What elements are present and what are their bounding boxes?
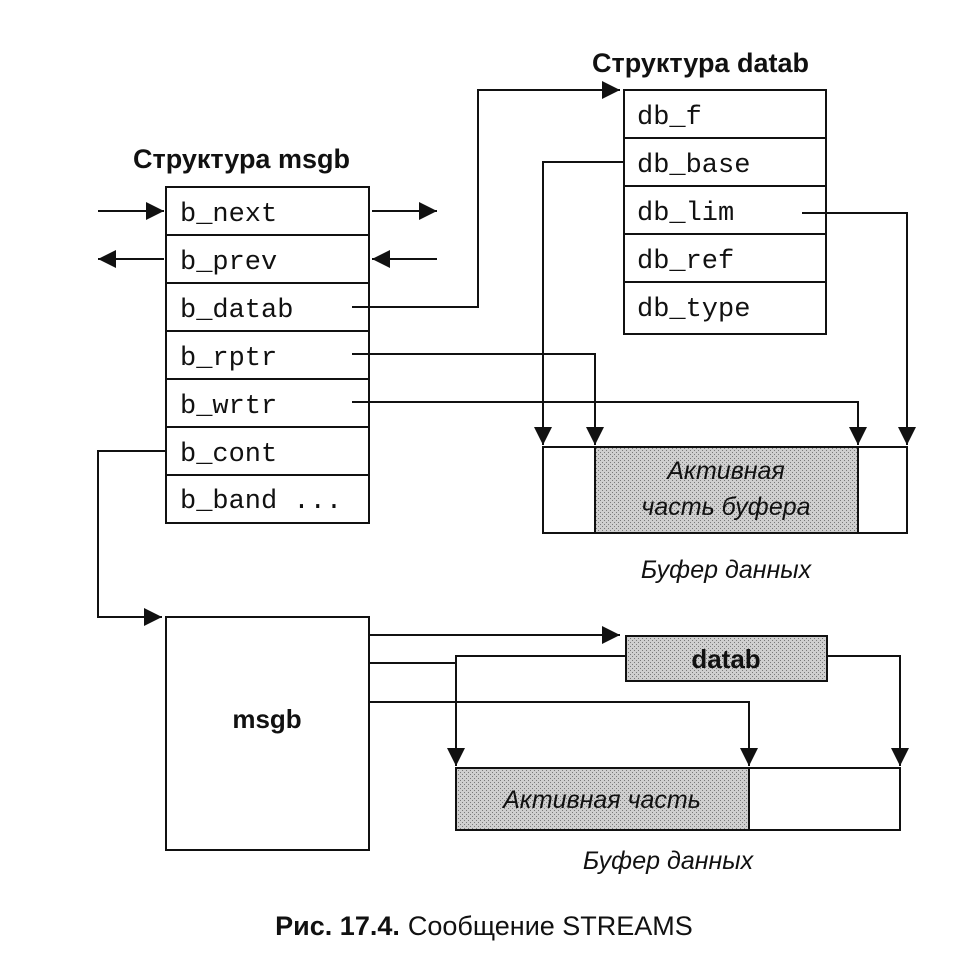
msgb-field-b-wrtr: b_wrtr [180, 392, 277, 422]
datab-field-cell [623, 233, 827, 283]
datab-field-cell [623, 89, 827, 139]
msgb-2-wrtr-arrow [369, 701, 758, 766]
figure-caption: Рис. 17.4. Сообщение STREAMS [275, 911, 693, 941]
msgb-field-b-datab: b_datab [180, 296, 293, 326]
buffer-2-active-label: Активная часть [501, 786, 701, 814]
msgb-field-b-cont: b_cont [180, 440, 277, 470]
datab-field-db-f: db_f [637, 103, 702, 133]
buffer-2-label: Буфер данных [583, 847, 755, 875]
msgb-field-b-rptr: b_rptr [180, 344, 277, 374]
datab-2-base-arrow [447, 655, 626, 766]
msgb-field-b-band: b_band ... [180, 487, 342, 517]
datab-field-cell [623, 281, 827, 335]
datab-field-db-type: db_type [637, 295, 750, 325]
caption-number: Рис. 17.4. [275, 911, 400, 941]
caption-text: Сообщение STREAMS [408, 911, 693, 941]
db-lim-pointer-arrow [802, 212, 916, 445]
datab-struct-table: db_f db_base db_lim db_ref db_type [623, 89, 827, 335]
datab-field-db-lim: db_lim [637, 199, 734, 229]
buffer-1-active-label-line1: Активная [665, 457, 785, 485]
buffer-1-active-region [594, 446, 859, 534]
msgb-struct-table: b_next b_prev b_datab b_rptr b_wrtr b_co… [165, 186, 370, 524]
buffer-2-active-region [455, 767, 750, 831]
b-datab-pointer-arrow [352, 81, 620, 308]
data-buffer-1: Активная часть буфера Буфер данных [542, 446, 908, 584]
msgb-struct-title: Структура msgb [133, 144, 350, 174]
msgb-field-cell [165, 234, 370, 284]
msgb-field-cell [165, 474, 370, 524]
b-wrtr-pointer-arrow [352, 401, 867, 445]
datab-struct-title: Структура datab [592, 48, 809, 78]
buffer-1-active-label-line2: часть буфера [641, 493, 810, 521]
datab-field-db-base: db_base [637, 151, 750, 181]
msgb-field-cell [165, 186, 370, 236]
datab-field-cell [623, 185, 827, 235]
datab-field-db-ref: db_ref [637, 247, 734, 277]
data-buffer-2: Активная часть Буфер данных [455, 767, 901, 875]
b-rptr-pointer-arrow [352, 353, 604, 445]
db-base-pointer-arrow [534, 161, 624, 445]
msgb-field-b-prev: b_prev [180, 248, 277, 278]
msgb-2-label: msgb [232, 704, 301, 734]
datab-2-label: datab [691, 644, 760, 674]
datab-2-block [625, 635, 828, 682]
msgb-2-block [165, 616, 370, 851]
b-cont-pointer-arrow [97, 450, 166, 626]
buffer-1-label: Буфер данных [641, 556, 813, 584]
msgb-field-b-next: b_next [180, 200, 277, 230]
datab-2-lim-arrow [827, 655, 909, 766]
